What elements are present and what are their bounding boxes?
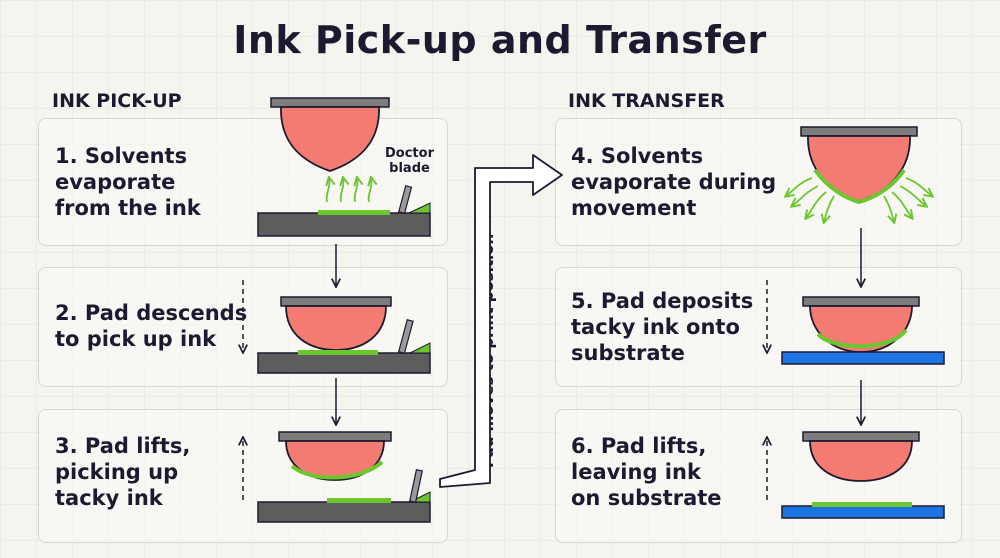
step-5-text: 5. Pad deposits tacky ink onto substrate: [571, 289, 754, 365]
printed-ink-6: [812, 502, 912, 507]
move-to-print-arrow: [439, 154, 563, 488]
step-3-illustration: [243, 431, 431, 523]
step-4-illustration: [786, 126, 932, 222]
step-6-illustration: [767, 431, 945, 519]
step-1-text: 1. Solvents evaporate from the ink: [55, 144, 201, 220]
step-4-text: 4. Solvents evaporate during movement: [571, 144, 777, 220]
step-3-text: 3. Pad lifts, picking up tacky ink: [55, 434, 191, 510]
substrate-6: [781, 505, 945, 519]
evaporation-arrows-1: [327, 178, 372, 203]
doctor-blade-label: Doctor blade: [385, 146, 434, 176]
page-title: Ink Pick-up and Transfer: [233, 18, 767, 62]
pad-1: [280, 106, 380, 172]
doctor-blade-1: [398, 184, 413, 215]
ink-well-1: [318, 210, 390, 215]
cliche-plate-1: [257, 212, 431, 237]
step-2-text: 2. Pad descends to pick up ink: [55, 301, 248, 351]
step-6-text: 6. Pad lifts, leaving ink on substrate: [571, 434, 722, 510]
ink-wedge-1: [408, 202, 431, 214]
pad-holder-1: [270, 97, 390, 108]
evaporation-arrows-4: [786, 177, 932, 222]
step-1-illustration: [257, 97, 431, 237]
substrate-5: [781, 351, 945, 365]
step-5-illustration: [767, 280, 945, 365]
section-label-ink-pickup: INK PICK-UP: [52, 90, 182, 112]
step-2-illustration: [243, 280, 431, 374]
section-label-ink-transfer: INK TRANSFER: [568, 90, 725, 112]
